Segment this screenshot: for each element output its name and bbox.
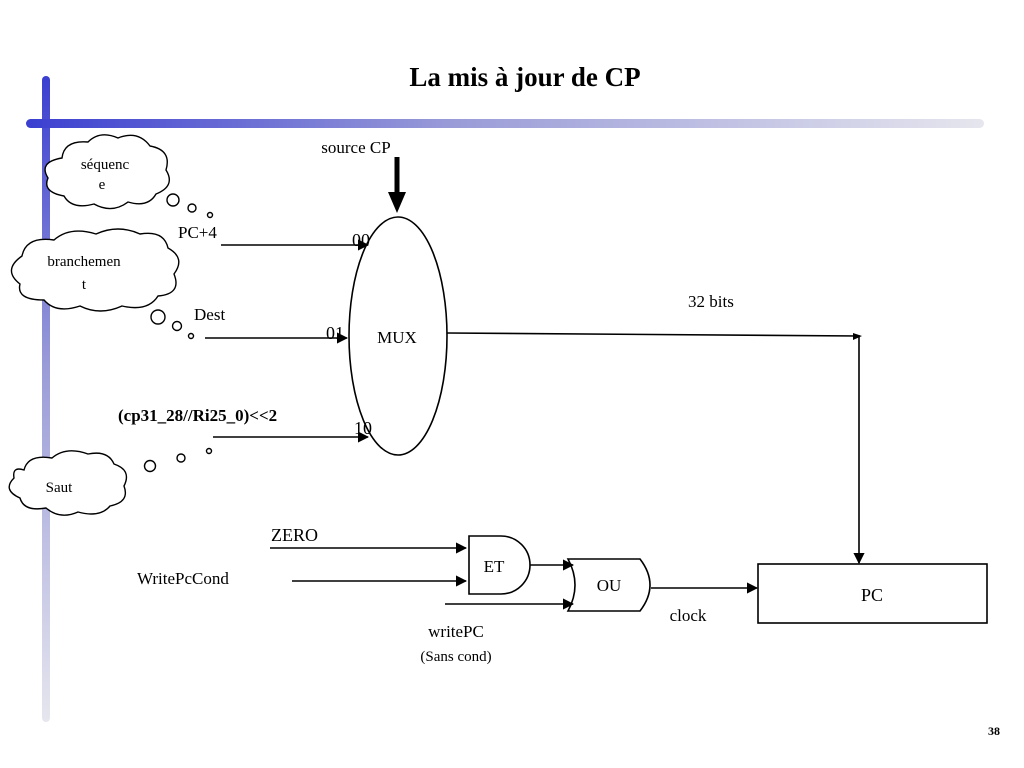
cloud-thought-bubbles-sequence: [166, 193, 214, 219]
cloud-sequence: séquenc e: [44, 134, 170, 210]
and-gate: [468, 535, 531, 595]
output-width-label: 32 bits: [688, 292, 734, 311]
mux-output-wire: [446, 332, 865, 565]
horizontal-accent-bar: [26, 119, 984, 128]
zero-label: ZERO: [271, 525, 318, 545]
cloud-thought-bubbles-saut: [143, 447, 213, 473]
cloud-sequence-line-2: e: [99, 177, 106, 193]
or-gate: [566, 558, 651, 612]
input-dest-label: Dest: [194, 305, 225, 324]
and-gate-label: ET: [484, 557, 505, 576]
cloud-thought-bubbles-branchement: [150, 309, 195, 340]
source-cp-arrow-head: [388, 192, 406, 213]
or-gate-label: OU: [597, 576, 622, 595]
slide-title: La mis à jour de CP: [409, 62, 640, 92]
source-cp-label: source CP: [321, 138, 390, 157]
cloud-sequence-line-1: séquenc: [81, 157, 130, 173]
write-pc-cond-label: WritePcCond: [137, 569, 229, 588]
output-corner-arrow: [853, 333, 862, 340]
cloud-saut-label: Saut: [46, 480, 74, 496]
cloud-branchement-line-1: branchemen: [47, 254, 121, 270]
pc-register-label: PC: [861, 585, 883, 605]
input-jump-label: (cp31_28//Ri25_0)<<2: [118, 406, 277, 425]
pc-register: [757, 563, 988, 624]
input-pc4-label: PC+4: [178, 223, 217, 242]
write-pc-note: (Sans cond): [420, 649, 491, 665]
input-pc4-code: 00: [352, 230, 370, 250]
cloud-branchement-line-2: t: [82, 277, 87, 293]
vertical-accent-bar: [42, 76, 50, 722]
cloud-branchement: branchemen t: [10, 228, 180, 312]
mux-ellipse: [348, 216, 448, 456]
mux-label: MUX: [377, 328, 417, 347]
page-number: 38: [988, 724, 1000, 738]
clock-label: clock: [670, 606, 707, 625]
write-pc-label: writePC: [428, 622, 484, 641]
cloud-saut: Saut: [8, 450, 128, 516]
input-jump-code: 10: [354, 418, 372, 438]
input-dest-code: 01: [326, 323, 344, 343]
